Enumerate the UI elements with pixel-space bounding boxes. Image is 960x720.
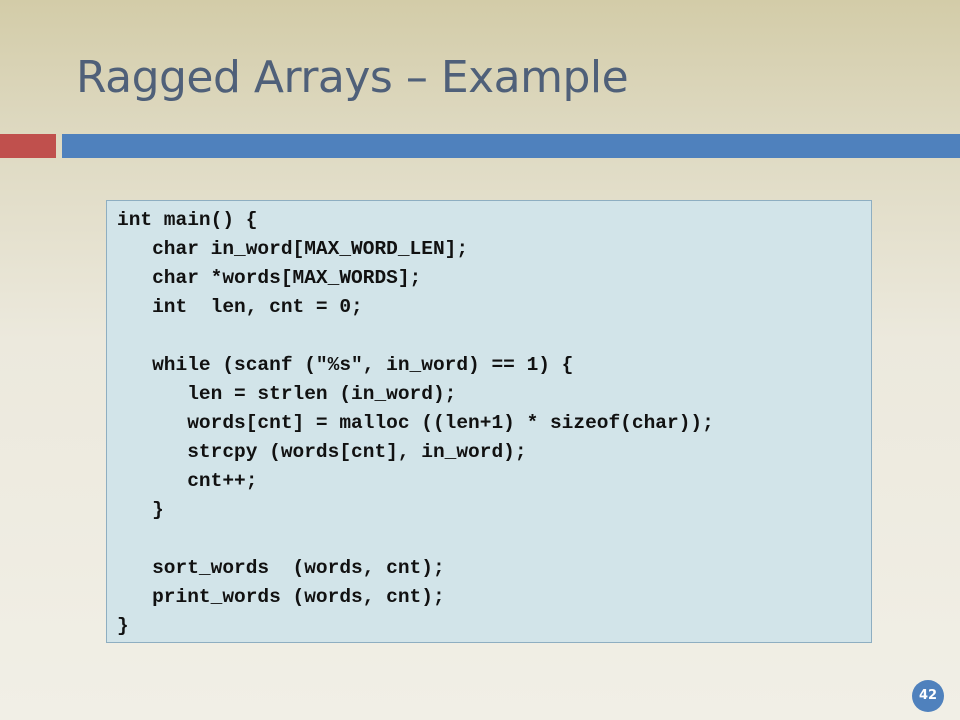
slide-title: Ragged Arrays – Example bbox=[76, 52, 629, 103]
code-line: int main() { bbox=[117, 209, 258, 231]
code-line: int len, cnt = 0; bbox=[117, 296, 363, 318]
code-line: } bbox=[117, 615, 129, 637]
code-line: len = strlen (in_word); bbox=[117, 383, 457, 405]
code-line bbox=[117, 525, 871, 554]
code-line: while (scanf ("%s", in_word) == 1) { bbox=[117, 354, 574, 376]
code-line: sort_words (words, cnt); bbox=[117, 557, 445, 579]
code-line: char in_word[MAX_WORD_LEN]; bbox=[117, 238, 469, 260]
code-line: strcpy (words[cnt], in_word); bbox=[117, 441, 527, 463]
code-line: } bbox=[117, 499, 164, 521]
code-line: print_words (words, cnt); bbox=[117, 586, 445, 608]
code-line bbox=[117, 322, 871, 351]
accent-bar-blue bbox=[62, 134, 960, 158]
code-line: words[cnt] = malloc ((len+1) * sizeof(ch… bbox=[117, 412, 714, 434]
page-number-badge: 42 bbox=[912, 680, 944, 712]
code-line: cnt++; bbox=[117, 470, 258, 492]
code-block: int main() { char in_word[MAX_WORD_LEN];… bbox=[106, 200, 872, 643]
accent-bar-red bbox=[0, 134, 56, 158]
code-line: char *words[MAX_WORDS]; bbox=[117, 267, 422, 289]
